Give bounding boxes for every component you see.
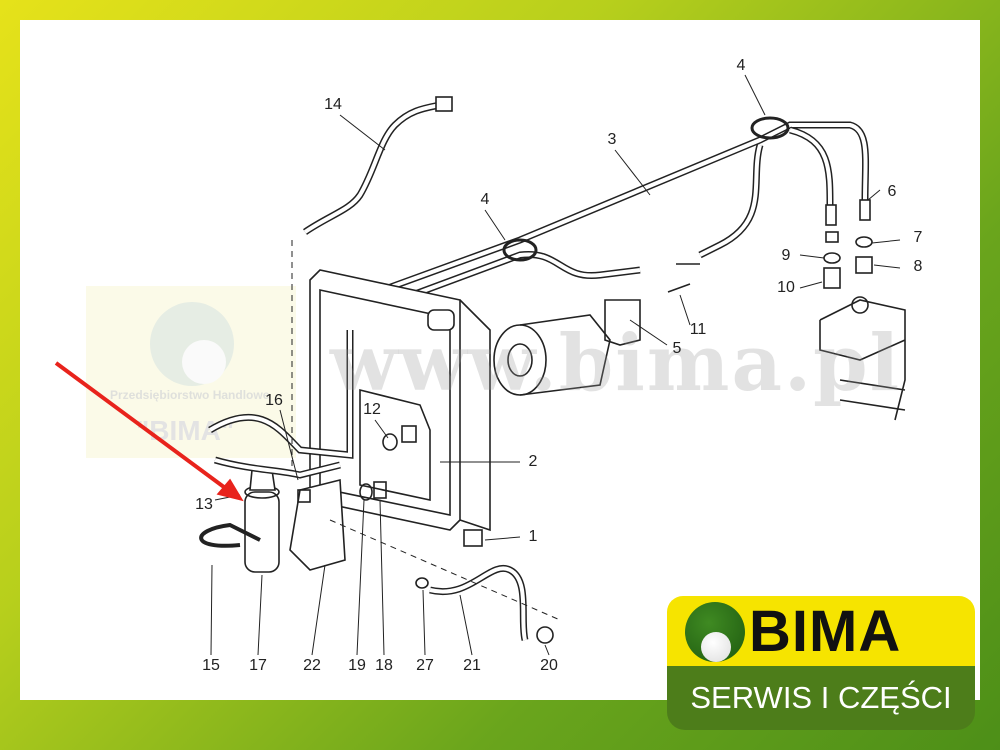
part-label-21: 21	[463, 657, 481, 674]
part-label-18: 18	[375, 657, 393, 674]
part-label-16: 16	[265, 392, 283, 409]
bima-logo: BIMA SERWIS I CZĘŚCI	[667, 596, 975, 730]
part-label-10: 10	[777, 279, 795, 296]
part-label-13: 13	[195, 496, 213, 513]
red-arrow	[54, 361, 234, 495]
part-label-22: 22	[303, 657, 321, 674]
part-label-11: 11	[689, 321, 707, 338]
part-label-17: 17	[249, 657, 267, 674]
part-label-8: 8	[913, 258, 923, 275]
watermark-company: Przedsiębiorstwo Handlowe	[110, 388, 270, 402]
logo-tagline: SERWIS I CZĘŚCI	[690, 680, 952, 715]
part-label-14: 14	[324, 96, 342, 113]
part-label-1: 1	[528, 528, 538, 545]
logo-ball-icon	[701, 632, 731, 662]
part-label-5: 5	[672, 340, 682, 357]
logo-green-band	[667, 666, 975, 730]
part-label-3: 3	[607, 131, 617, 148]
part-label-4b: 4	[480, 191, 490, 208]
part-label-20: 20	[540, 657, 558, 674]
watermark-url: www.bima.pl	[330, 318, 902, 409]
part-label-6: 6	[887, 183, 897, 200]
watermark-logo-ball	[182, 340, 226, 384]
part-label-9: 9	[781, 247, 791, 264]
watermark-name: "BIMA"	[136, 415, 235, 446]
part-label-7: 7	[913, 229, 923, 246]
part-label-12: 12	[363, 401, 381, 418]
part-label-27: 27	[416, 657, 434, 674]
part-label-19: 19	[348, 657, 366, 674]
logo-name: BIMA	[749, 599, 902, 664]
part-label-4: 4	[736, 57, 746, 74]
part-label-2: 2	[528, 453, 538, 470]
part-label-15: 15	[202, 657, 220, 674]
